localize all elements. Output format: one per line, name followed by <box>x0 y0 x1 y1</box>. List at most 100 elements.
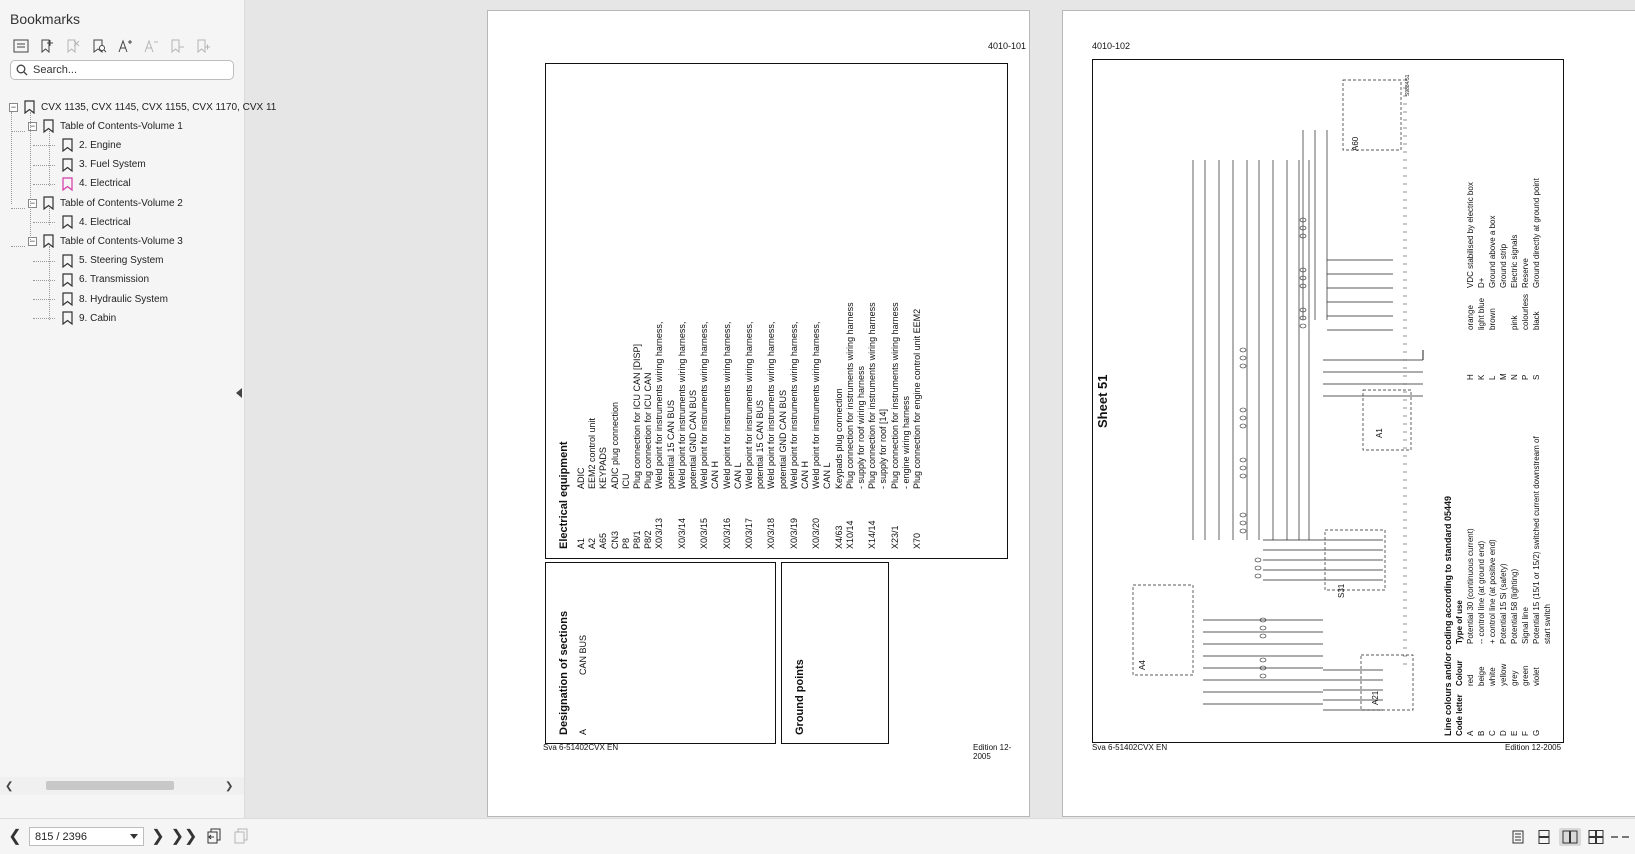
bookmark-item[interactable]: 2. Engine <box>62 136 121 154</box>
chevron-down-icon[interactable] <box>130 834 138 839</box>
collapse-toggle-icon[interactable]: − <box>28 236 37 247</box>
equipment-row: potential GND CAN BUS <box>688 389 699 489</box>
equipment-row: CAN H <box>800 460 811 489</box>
ground-block: Ground points <box>794 659 806 735</box>
expand-bookmarks-icon[interactable] <box>190 35 216 57</box>
page-right: 4010-102 Sheet 51 S9884/51 A60 A1 A4 A21… <box>1062 10 1635 817</box>
bookmark-item[interactable]: Table of Contents-Volume 3 <box>43 232 183 250</box>
equipment-row: CAN L <box>732 462 743 489</box>
horizontal-scrollbar[interactable]: ❮ ❯ <box>0 777 244 795</box>
zoom-out-icon[interactable] <box>1610 828 1630 846</box>
collapse-toggle-icon[interactable]: − <box>9 102 18 112</box>
tree-connector <box>30 112 31 242</box>
bookmark-icon <box>62 292 73 306</box>
bookmark-item[interactable]: 3. Fuel System <box>62 156 146 174</box>
ground-points-title: Ground points <box>794 659 806 735</box>
scroll-left-icon[interactable]: ❮ <box>5 781 14 792</box>
panel-title: Bookmarks <box>10 11 81 27</box>
delete-bookmark-icon[interactable] <box>60 35 86 57</box>
equipment-row: CAN H <box>710 460 721 489</box>
connector <box>1239 528 1247 534</box>
bookmark-options-icon[interactable] <box>8 35 34 57</box>
connector <box>1239 473 1247 479</box>
page-number-field[interactable]: 815 / 2396 <box>29 827 144 846</box>
tree-connector <box>11 112 12 204</box>
bookmark-item[interactable]: Table of Contents-Volume 1 <box>43 117 183 135</box>
search-input[interactable] <box>33 64 223 76</box>
connector <box>1239 512 1247 518</box>
last-page-button[interactable]: ❯❯ <box>170 828 198 845</box>
bookmark-item[interactable]: 8. Hydraulic System <box>62 290 168 308</box>
bookmark-label: 5. Steering System <box>79 255 164 267</box>
bookmark-icon <box>43 119 54 134</box>
bookmark-label: CVX 1135, CVX 1145, CVX 1155, CVX 1170, … <box>41 101 277 113</box>
equipment-row: potential 15 CAN BUS <box>665 399 676 489</box>
bookmark-label: Table of Contents-Volume 2 <box>60 197 183 209</box>
component-label: A1 <box>1375 428 1384 438</box>
bookmark-item[interactable]: 5. Steering System <box>62 252 163 270</box>
bookmark-tree: CVX 1135, CVX 1145, CVX 1155, CVX 1170, … <box>0 98 276 498</box>
bookmark-icon <box>62 253 73 268</box>
bookmark-label: Table of Contents-Volume 3 <box>60 235 183 247</box>
bookmark-item[interactable]: 4. Electrical <box>62 213 131 231</box>
next-page-button[interactable]: ❯ <box>151 828 165 845</box>
collapse-bookmarks-icon[interactable] <box>164 35 190 57</box>
increase-font-icon[interactable] <box>112 35 138 57</box>
connector <box>1259 665 1267 671</box>
two-page-view-icon[interactable] <box>1559 828 1581 846</box>
tree-connector <box>11 208 25 209</box>
bookmark-icon <box>62 157 73 172</box>
bookmark-item[interactable]: 4. Electrical <box>62 175 131 193</box>
bookmark-item[interactable]: 6. Transmission <box>62 271 149 289</box>
connector <box>1239 423 1247 429</box>
scroll-right-icon[interactable]: ❯ <box>225 781 234 792</box>
scrollbar-thumb[interactable] <box>46 781 174 790</box>
next-view-icon[interactable] <box>230 826 252 846</box>
bookmark-search[interactable] <box>10 60 234 80</box>
collapse-toggle-icon[interactable]: − <box>28 198 37 208</box>
connector <box>1254 557 1262 563</box>
equipment-row: potential 15 CAN BUS <box>755 399 766 489</box>
continuous-view-icon[interactable] <box>1533 828 1555 846</box>
bookmark-item[interactable]: Table of Contents-Volume 2 <box>43 194 183 212</box>
previous-view-icon[interactable] <box>203 826 225 846</box>
collapse-toggle-icon[interactable]: − <box>28 121 37 132</box>
bookmark-item[interactable]: CVX 1135, CVX 1145, CVX 1155, CVX 1170, … <box>24 98 276 116</box>
connector <box>1239 355 1247 361</box>
connector <box>1259 625 1267 631</box>
previous-page-button[interactable]: ❮ <box>8 828 22 845</box>
collapse-panel-icon[interactable] <box>236 388 242 398</box>
component-label: A60 <box>1351 136 1360 151</box>
two-page-continuous-view-icon[interactable] <box>1585 828 1607 846</box>
single-page-view-icon[interactable] <box>1507 828 1529 846</box>
component-label: S31 <box>1337 583 1346 598</box>
tree-connector <box>33 260 55 262</box>
add-bookmark-icon[interactable] <box>34 35 60 57</box>
bookmark-item[interactable]: 9. Cabin <box>62 309 116 327</box>
connector <box>1239 415 1247 421</box>
bookmark-icon <box>62 138 73 153</box>
tree-connector <box>49 208 50 225</box>
decrease-font-icon[interactable] <box>138 35 164 57</box>
bookmark-label: Table of Contents-Volume 1 <box>60 120 183 132</box>
find-bookmark-icon[interactable] <box>86 35 112 57</box>
bookmark-icon <box>62 311 73 326</box>
